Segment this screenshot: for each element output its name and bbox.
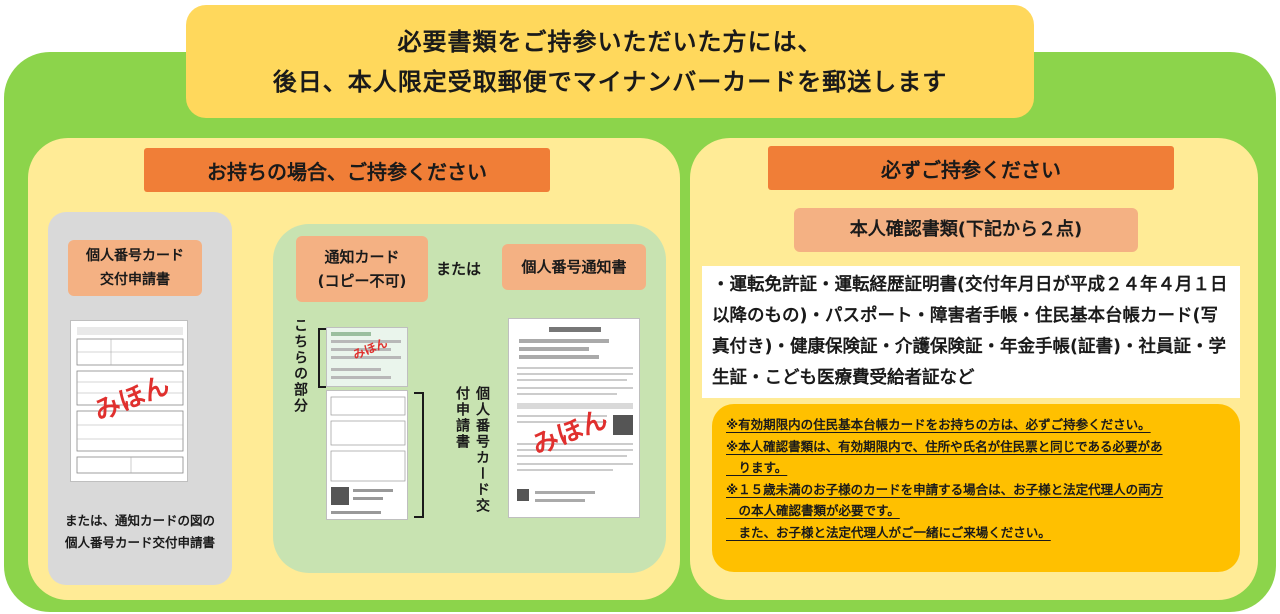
top-banner: 必要書類をご持参いただいた方には、 後日、本人限定受取郵便でマイナンバーカードを… xyxy=(186,5,1034,118)
note-line-2: ※本人確認書類は、有効期限内で、住所や氏名が住民票と同じである必要があ xyxy=(726,438,1163,454)
individual-number-notice-label: 個人番号通知書 xyxy=(502,244,646,290)
form-lines-graphic xyxy=(76,327,184,474)
note-line-1: ※有効期限内の住民基本台帳カードをお持ちの方は、必ずご持参ください。 xyxy=(726,417,1151,432)
note-line-6: また、お子様と法定代理人がご一緒にご来場ください。 xyxy=(726,524,1051,540)
application-label-line-1: 個人番号カード xyxy=(86,248,184,264)
application-caption-line-1: または、通知カードの図の xyxy=(64,513,215,528)
or-text: または xyxy=(436,260,482,278)
application-bracket xyxy=(414,392,424,518)
note-line-3: ります。 xyxy=(726,460,788,475)
individual-number-notice-image xyxy=(508,318,640,518)
notice-document-graphic xyxy=(517,327,633,502)
notification-card-graphic xyxy=(331,332,401,379)
notification-card-label-line-2: (コピー不可) xyxy=(317,272,407,290)
application-form-image xyxy=(70,320,188,482)
id-documents-list: ・運転免許証・運転経歴証明書(交付年月日が平成２４年４月１日以降のもの)・パスポ… xyxy=(702,266,1240,398)
this-part-bracket xyxy=(318,328,326,388)
notification-card-label-line-1: 通知カード xyxy=(324,248,400,266)
notes-box: ※有効期限内の住民基本台帳カードをお持ちの方は、必ずご持参ください。 ※本人確認… xyxy=(712,404,1240,572)
this-part-label: こちらの部分 xyxy=(292,318,308,414)
application-label-line-2: 交付申請書 xyxy=(100,272,170,288)
id-documents-subheader: 本人確認書類(下記から２点) xyxy=(794,208,1138,252)
card-application-form-graphic xyxy=(330,396,406,514)
must-bring-header: 必ずご持参ください xyxy=(768,146,1174,190)
application-caption: または、通知カードの図の 個人番号カード交付申請書 xyxy=(48,510,232,554)
note-line-4: ※１５歳未満のお子様のカードを申請する場合は、お子様と法定代理人の両方 xyxy=(726,481,1164,497)
banner-line-1: 必要書類をご持参いただいた方には、 xyxy=(397,27,823,56)
banner-line-2: 後日、本人限定受取郵便でマイナンバーカードを郵送します xyxy=(272,67,948,96)
bring-if-have-header: お持ちの場合、ご持参ください xyxy=(144,148,550,192)
application-form-vertical-label: 個人番号カード交付申請書 xyxy=(454,386,490,514)
application-caption-line-2: 個人番号カード交付申請書 xyxy=(64,535,215,550)
application-form-label: 個人番号カード 交付申請書 xyxy=(68,240,202,296)
note-line-5: の本人確認書類が必要です。 xyxy=(726,503,900,518)
notification-card-label: 通知カード (コピー不可) xyxy=(296,236,428,302)
card-application-form-image xyxy=(326,390,408,520)
notification-card-image xyxy=(326,327,408,387)
